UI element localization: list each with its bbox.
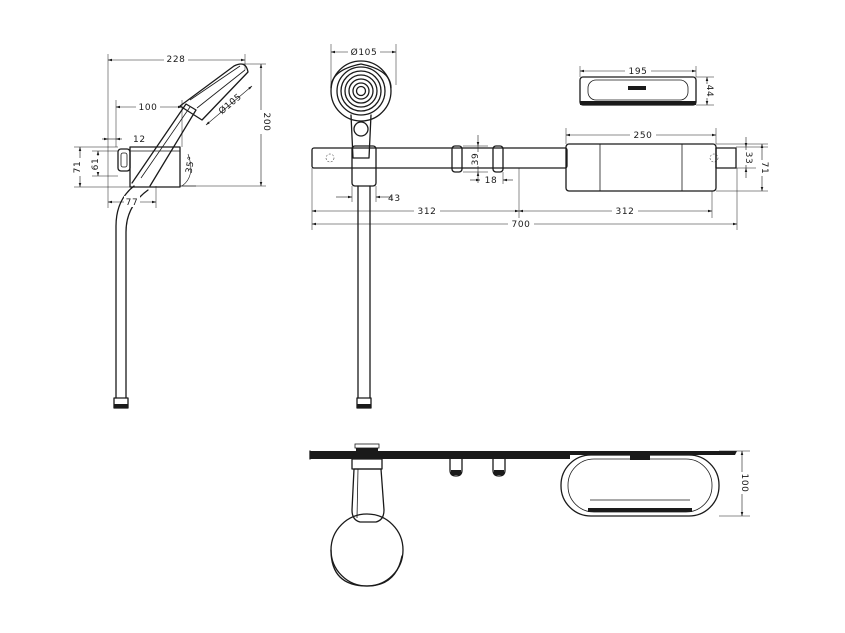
side-view: 228 100 Ø105 200 12 71 61 77 35° [73,54,271,409]
dim-228: 228 [167,55,186,65]
dim-head-diameter: Ø105 [351,47,378,58]
dim-195: 195 [629,67,648,77]
dim-77: 77 [126,198,139,208]
dim-312-right: 312 [616,207,635,217]
shelf-top-view: 195 44 [579,65,714,106]
dim-right-71: 71 [759,162,769,175]
dim-200: 200 [261,113,271,132]
dim-33: 33 [743,152,753,165]
dim-12: 12 [133,135,146,145]
dim-left-head-diameter: Ø105 [217,91,245,117]
dim-left-71: 71 [73,161,83,174]
dim-61: 61 [91,158,101,171]
dim-700: 700 [512,220,531,230]
dim-plan-100: 100 [739,474,749,493]
dim-39: 39 [471,153,481,166]
dim-35deg: 35° [185,155,198,174]
dim-44: 44 [704,85,714,98]
dim-312-left: 312 [418,207,437,217]
plan-view: 100 [309,443,750,587]
dim-100: 100 [139,103,158,113]
dim-43: 43 [388,194,401,204]
front-view: Ø105 43 39 18 312 312 700 250 [311,44,769,409]
dim-250: 250 [634,131,653,141]
dim-18: 18 [485,176,498,186]
